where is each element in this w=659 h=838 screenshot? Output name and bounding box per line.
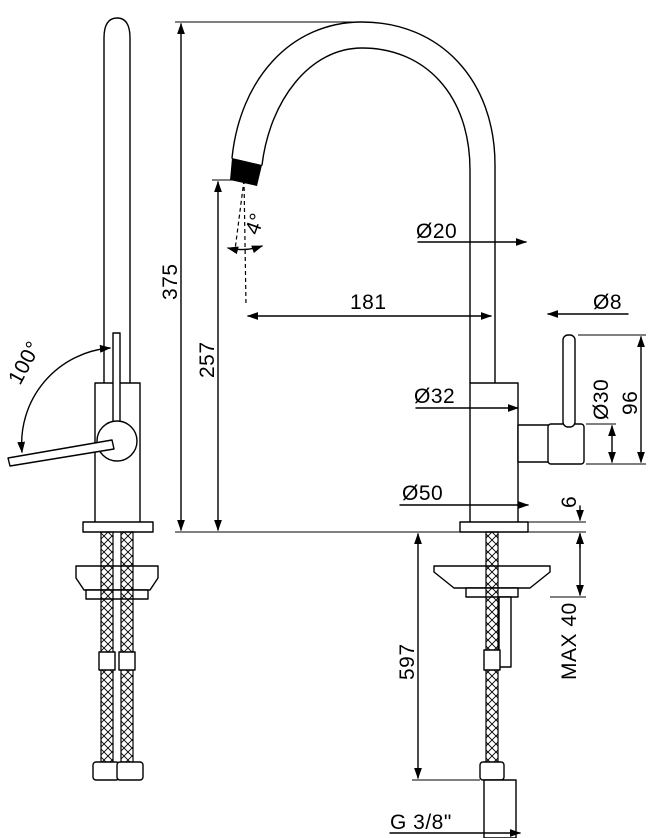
front-shank — [498, 596, 512, 668]
dimension-lines: 375 257 181 Ø20 Ø32 Ø50 Ø8 96 Ø30 6 — [159, 21, 646, 837]
spout-reach-label: 181 — [350, 291, 387, 314]
front-body — [469, 382, 519, 524]
spout-diameter-label: Ø20 — [416, 220, 457, 243]
side-hose-2 — [120, 531, 134, 763]
front-lever-block — [547, 423, 585, 465]
side-angle-arc — [17, 344, 112, 454]
base-thickness-label: 6 — [558, 496, 581, 508]
thread-label: G 3/8" — [390, 811, 452, 834]
front-fitting — [479, 761, 505, 781]
side-fitting-2 — [116, 761, 144, 781]
total-height-label: 375 — [159, 263, 182, 300]
spout-inner-curve — [261, 47, 471, 384]
front-base-plate — [459, 521, 529, 533]
spout-aerator — [230, 158, 262, 186]
front-lever-stick — [562, 334, 576, 428]
lever-diameter-label: Ø8 — [593, 291, 622, 314]
lever-hub-diameter-label: Ø30 — [590, 379, 613, 420]
side-spout — [103, 17, 131, 386]
front-pipe — [483, 779, 517, 838]
side-fitting-1 — [92, 761, 120, 781]
front-hose-collar — [483, 649, 501, 671]
side-hose-collar-2 — [118, 651, 136, 671]
spout-angle-arc — [226, 245, 264, 255]
spout-outer-curve — [231, 21, 496, 384]
side-view: 100° — [4, 17, 159, 781]
angle-spout-label: 4° — [241, 210, 270, 238]
flow-axis — [243, 179, 247, 306]
side-hose-collar-1 — [98, 651, 116, 671]
side-base-plate — [82, 521, 154, 533]
front-view: 4° — [226, 21, 585, 838]
flow-angle-line — [234, 179, 245, 251]
lever-height-label: 96 — [619, 391, 642, 415]
body-diameter-label: Ø32 — [414, 385, 455, 408]
outlet-height-label: 257 — [196, 341, 219, 378]
side-mount-nut — [75, 565, 159, 591]
base-diameter-label: Ø50 — [402, 482, 443, 505]
angle-lever-label: 100° — [4, 337, 46, 388]
hose-length-label: 597 — [396, 643, 419, 680]
max-deck-label: MAX 40 — [558, 602, 581, 680]
side-lever-up — [112, 332, 121, 434]
side-hose-1 — [100, 531, 114, 763]
side-mount-washer — [85, 589, 149, 600]
